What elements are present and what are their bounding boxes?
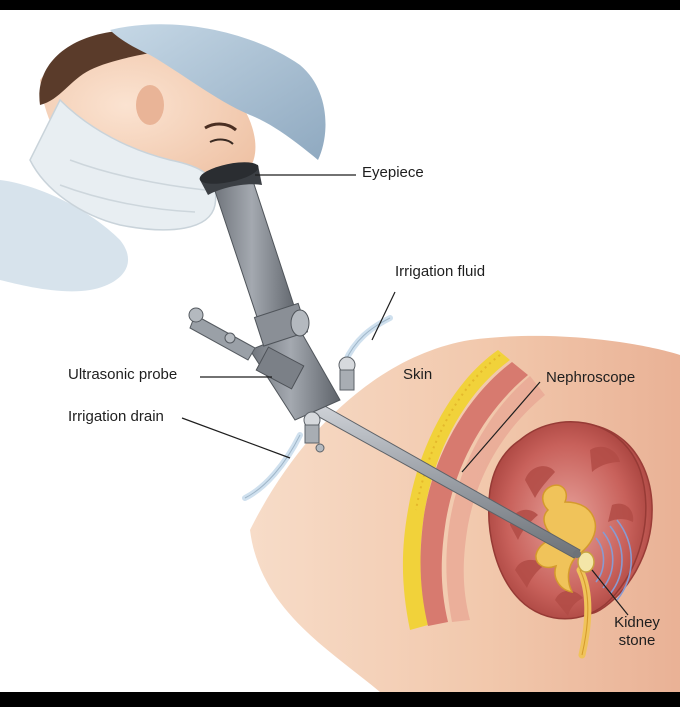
label-nephroscope: Nephroscope (546, 369, 636, 386)
surgeon-ear (136, 85, 164, 125)
ultrasonic-waves (595, 519, 633, 601)
label-eyepiece: Eyepiece (362, 164, 424, 181)
surgeon-gown (0, 180, 129, 292)
label-kidney-stone-line2: stone (618, 632, 656, 649)
surgeon-mask (29, 98, 217, 231)
inner-tissue (446, 376, 545, 622)
nephroscopy-illustration (0, 24, 680, 692)
illustration-frame: Eyepiece Irrigation fluid Ultrasonic pro… (0, 10, 680, 692)
label-irrigation-fluid: Irrigation fluid (395, 263, 486, 280)
leader-lines (181, 174, 629, 616)
irrigation-fluid-tube (342, 315, 393, 365)
kidney-pyramids (510, 446, 634, 616)
kidney-stone (577, 551, 595, 573)
label-skin: Skin (403, 366, 433, 383)
leader-irrigation-drain (181, 417, 291, 459)
ultrasonic-probe-piece (189, 314, 256, 361)
label-kidney-stone-line1: Kidney (614, 614, 660, 631)
muscle-layer (420, 362, 528, 626)
label-kidney-stone: Kidney stone (604, 614, 670, 650)
label-ultrasonic-probe: Ultrasonic probe (68, 366, 178, 383)
surgeon-brow (204, 122, 237, 132)
leader-nephroscope (461, 381, 541, 473)
surgeon-cap (110, 24, 326, 160)
scope-collar (255, 346, 305, 390)
surgeon-eye (209, 138, 234, 145)
leader-kidney-stone (591, 569, 629, 616)
label-irrigation-drain: Irrigation drain (68, 408, 164, 425)
fat-layer (402, 350, 510, 630)
renal-pelvis (535, 484, 597, 593)
surgeon-hair (39, 31, 166, 105)
leader-irrigation-fluid (371, 291, 396, 341)
